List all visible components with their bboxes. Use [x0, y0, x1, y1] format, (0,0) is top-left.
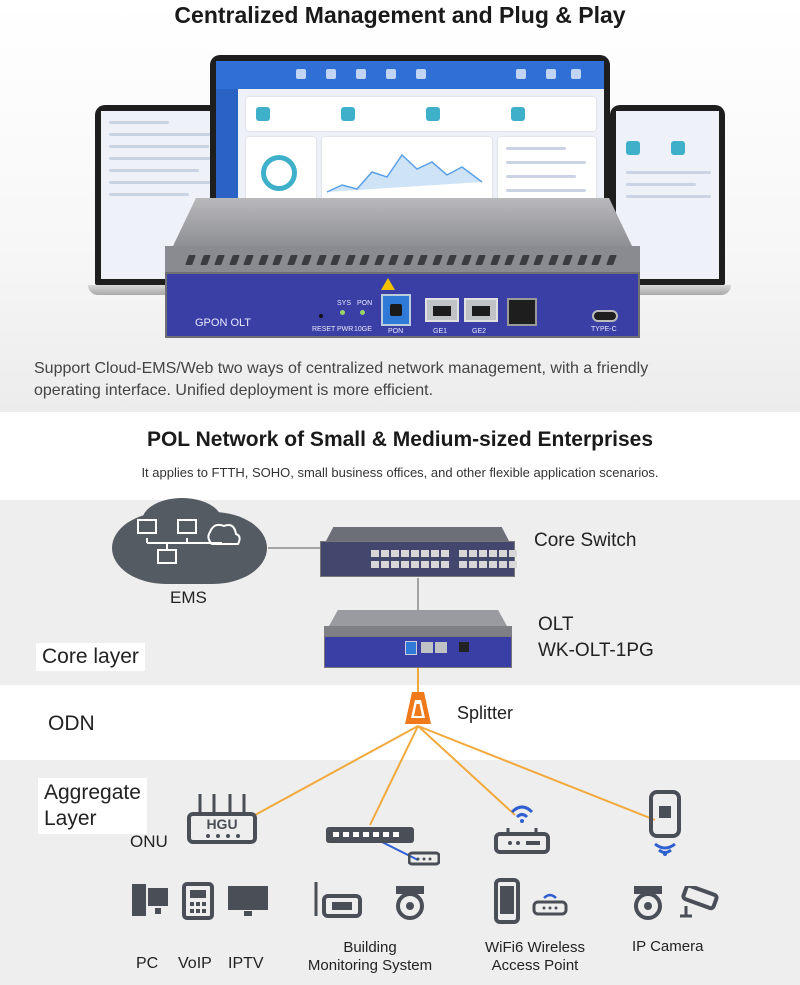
pc-icon	[130, 880, 170, 920]
ge2-label: GE2	[472, 328, 487, 335]
usb-port	[592, 310, 618, 322]
ten-ge-label: 10GE	[354, 326, 372, 333]
building-line-1: Building	[343, 939, 397, 956]
dome-camera-icon-1	[392, 884, 428, 920]
wifi-ap-icon	[532, 892, 568, 916]
ge1-port	[425, 298, 459, 322]
usb-label: TYPE-C	[591, 326, 617, 333]
voip-label: VoIP	[178, 955, 212, 972]
wifi-line-1: WiFi6 Wireless	[485, 939, 585, 956]
sfp-port	[507, 298, 537, 326]
wall-ap-icon	[645, 790, 685, 860]
ems-cloud	[112, 498, 267, 584]
core-switch-device	[320, 527, 517, 577]
pon-port	[381, 294, 411, 326]
building-monitor-icon	[310, 880, 362, 920]
reset-label: RESET	[312, 326, 336, 333]
pol-network-subtitle: It applies to FTTH, SOHO, small business…	[141, 465, 659, 480]
ge1-label: GE1	[433, 328, 448, 335]
bullet-camera-icon	[676, 883, 720, 920]
iptv-icon	[226, 884, 270, 918]
ems-label: EMS	[170, 588, 207, 607]
sys-led	[340, 310, 345, 315]
aggregate-layer-label: Aggregate Layer	[38, 778, 147, 834]
pwr-label: PWR	[337, 326, 354, 333]
description-line-1: Support Cloud-EMS/Web two ways of centra…	[34, 360, 649, 377]
odn-band	[0, 685, 800, 760]
wifi-ap-label: WiFi6 Wireless Access Point	[470, 939, 600, 975]
small-ont-icon	[407, 850, 441, 866]
management-section: Centralized Management and Plug & Play	[0, 0, 800, 412]
odn-label: ODN	[48, 712, 95, 735]
core-layer-label: Core layer	[36, 643, 145, 671]
hgu-label: HGU	[206, 816, 238, 832]
wifi-router-icon	[492, 800, 552, 858]
splitter-label: Splitter	[457, 703, 514, 723]
aggregate-line-2: Layer	[44, 807, 97, 830]
building-monitoring-label: Building Monitoring System	[300, 939, 440, 975]
hgu-router-icon: HGU	[186, 792, 258, 848]
description-line-2: operating interface. Unified deployment …	[34, 382, 434, 399]
pon-led-label: PON	[357, 300, 373, 307]
ge2-port	[464, 298, 498, 322]
wifi-line-2: Access Point	[491, 957, 579, 974]
device-model-label: GPON OLT	[195, 317, 252, 329]
reset-hole	[319, 314, 323, 318]
sys-led-label: SYS	[337, 300, 352, 307]
pol-network-title: POL Network of Small & Medium-sized Ente…	[146, 428, 654, 451]
management-title: Centralized Management and Plug & Play	[174, 2, 626, 28]
smartphone-icon	[494, 878, 520, 924]
warning-icon	[381, 278, 395, 290]
olt-device	[324, 610, 512, 668]
aggregate-line-1: Aggregate	[44, 781, 141, 804]
dome-camera-icon-2	[630, 884, 666, 920]
olt-model-label: WK-OLT-1PG	[538, 640, 654, 661]
building-line-2: Monitoring System	[307, 957, 433, 974]
onu-label: ONU	[130, 832, 168, 851]
access-switch-icon	[325, 826, 415, 844]
ip-camera-label: IP Camera	[632, 938, 704, 955]
pon-led	[360, 310, 365, 315]
pc-label: PC	[136, 955, 159, 972]
core-switch-label: Core Switch	[534, 530, 637, 551]
pon-port-label: PON	[388, 328, 404, 335]
voip-phone-icon	[182, 882, 214, 920]
gpon-olt-device: GPON OLT SYS PON RESET PWR 10GE PON GE1 …	[165, 198, 640, 338]
olt-label: OLT	[538, 614, 574, 635]
management-description: Support Cloud-EMS/Web two ways of centra…	[34, 358, 774, 402]
splitter-icon	[403, 690, 433, 726]
iptv-label: IPTV	[228, 955, 264, 972]
